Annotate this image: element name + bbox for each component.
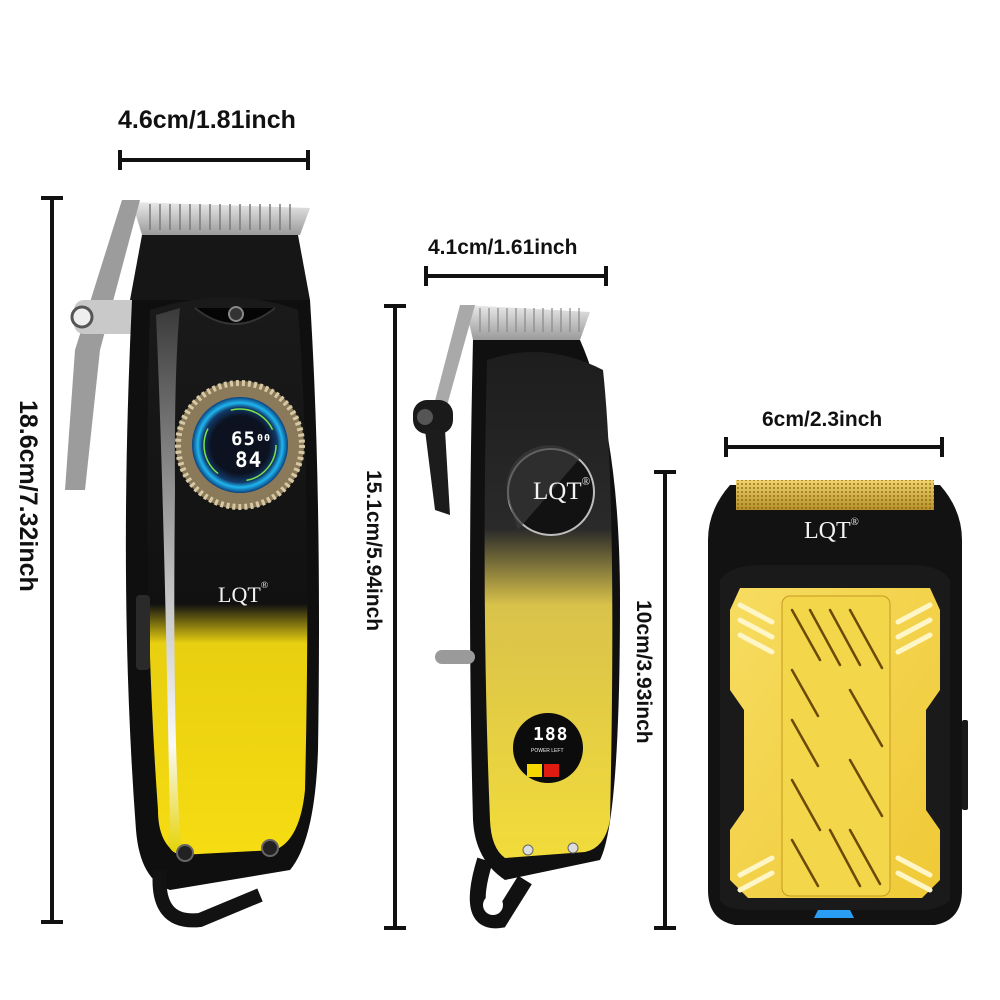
- medium-clipper-width-ruler: [424, 266, 608, 286]
- shaver-height-ruler: [654, 470, 676, 930]
- shaver-logo: LQT®: [804, 516, 859, 544]
- power-left-caption: POWER LEFT: [531, 748, 564, 754]
- medium-clipper-illustration: [413, 305, 620, 929]
- large-clipper: 65 00 84 LQT®: [60, 190, 340, 930]
- medium-clipper-height-label: 15.1cm/5.94inch: [362, 470, 385, 632]
- battery-icon-badge: [527, 764, 542, 777]
- medium-clipper-height-ruler: [384, 304, 406, 930]
- shaver-width-label: 6cm/2.3inch: [762, 408, 883, 431]
- display-top-value: 65: [231, 428, 256, 450]
- large-clipper-height-ruler: [41, 196, 63, 924]
- power-left-digits: 188: [533, 724, 569, 745]
- medium-clipper-logo: LQT®: [533, 476, 591, 505]
- power-indicator: [814, 910, 854, 918]
- foil-shaver-illustration: [708, 480, 968, 925]
- large-clipper-width-ruler: [118, 150, 310, 170]
- shaver-width-ruler: [724, 437, 944, 457]
- foil-shaver: LQT®: [700, 470, 970, 930]
- shaver-height-label: 10cm/3.93inch: [632, 600, 655, 744]
- large-clipper-logo: LQT®: [218, 580, 269, 607]
- display-bottom-value: 84: [235, 448, 263, 472]
- large-clipper-width-label: 4.6cm/1.81inch: [118, 106, 296, 134]
- plug-icon-badge: [544, 764, 559, 777]
- display-small-value: 00: [257, 433, 272, 444]
- medium-clipper: LQT® 188 POWER LEFT: [405, 300, 630, 940]
- large-clipper-height-label: 18.6cm/7.32inch: [14, 400, 42, 592]
- medium-clipper-width-label: 4.1cm/1.61inch: [428, 236, 578, 259]
- large-clipper-illustration: [65, 200, 319, 928]
